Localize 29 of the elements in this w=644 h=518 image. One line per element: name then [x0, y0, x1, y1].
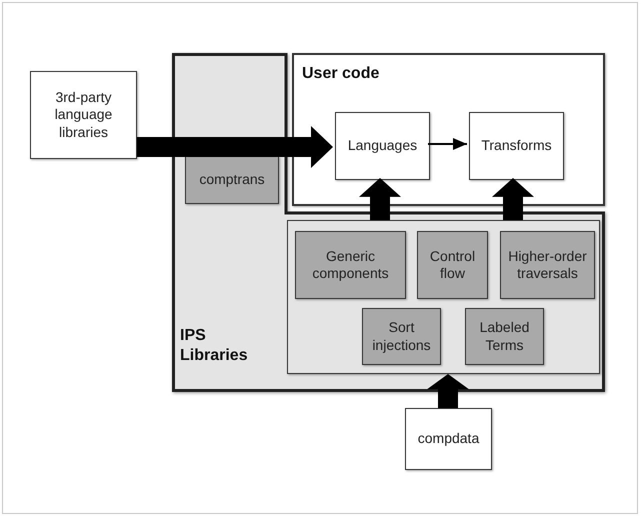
code-group-box: [292, 53, 605, 206]
library-group-box: [287, 220, 600, 374]
box-label: Sort injections: [371, 319, 432, 354]
component-box: [30, 71, 137, 159]
box-label: comptrans: [198, 171, 266, 189]
group-title: IPS Libraries: [180, 326, 249, 366]
component-box: [335, 112, 430, 180]
component-box: [469, 112, 564, 180]
library-box: [465, 308, 544, 365]
library-box: [295, 231, 406, 299]
thick-arrow: [492, 178, 534, 220]
library-box: [185, 156, 279, 204]
thick-arrow: [427, 374, 469, 408]
box-label: compdata: [416, 430, 480, 448]
box-label: Control flow: [428, 248, 476, 282]
box-label: Transforms: [480, 137, 553, 155]
library-box: [500, 231, 595, 299]
arrow: [428, 138, 467, 150]
library-box: [362, 308, 441, 365]
group-title: User code: [302, 64, 380, 84]
box-label: 3rd-party language libraries: [54, 88, 114, 142]
box-label: Higher-order traversals: [507, 248, 588, 282]
box-label: Languages: [346, 137, 418, 155]
library-box: [417, 231, 488, 299]
thick-arrow: [359, 178, 401, 220]
thick-arrow: [137, 126, 333, 168]
box-label: Generic components: [311, 248, 390, 282]
component-box: [405, 408, 492, 470]
box-label: Labeled Terms: [478, 319, 530, 354]
